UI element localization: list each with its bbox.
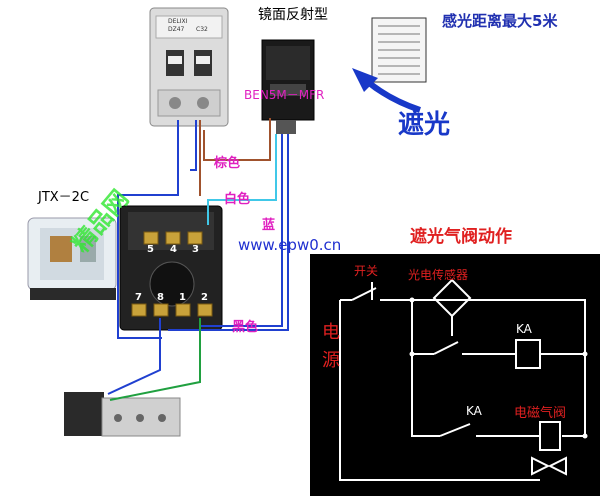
- pin-label: 3: [192, 244, 199, 255]
- schematic-title: 遮光气阀动作: [410, 227, 512, 247]
- switch-label: 开关: [354, 264, 379, 278]
- wire-label-white: 白色: [224, 192, 251, 207]
- block-arrow-icon: [352, 68, 421, 113]
- wire-label-brown: 棕色: [214, 156, 241, 171]
- power-label-top: 电: [322, 322, 340, 343]
- relay-coil-label: KA: [516, 322, 532, 336]
- sensor-type-label: 镜面反射型: [258, 7, 328, 23]
- breaker-rating: C32: [196, 26, 208, 33]
- pin-label: 2: [201, 292, 208, 303]
- pin-label: 8: [157, 292, 164, 303]
- wire-label-blue: 蓝: [262, 218, 276, 233]
- wire-label-black: 黑色: [232, 320, 259, 335]
- solenoid-valve: [64, 392, 181, 437]
- valve-label: 电磁气阀: [514, 406, 567, 421]
- pin-label: 7: [135, 292, 142, 303]
- relay-socket: [119, 205, 223, 331]
- relay-contact-label: KA: [466, 404, 482, 418]
- circuit-breaker: [149, 7, 229, 127]
- block-label: 遮光: [398, 110, 451, 140]
- schematic-panel: [310, 254, 600, 496]
- sensor-label: 光电传感器: [408, 268, 469, 282]
- pin-label: 4: [170, 244, 177, 255]
- breaker-model: DZ47: [168, 26, 185, 33]
- pin-label: 5: [147, 244, 154, 255]
- sensor-model-label: BEN5M－MFR: [244, 88, 325, 102]
- relay-jtx: [27, 217, 117, 300]
- relay-model-label: JTX－2C: [38, 190, 90, 205]
- website-url: www.epw0.cn: [238, 236, 342, 254]
- breaker-brand: DELIXI: [168, 18, 188, 25]
- range-note: 感光距离最大5米: [442, 12, 558, 30]
- reflector-icon: [371, 17, 427, 83]
- photoelectric-sensor: [261, 39, 315, 134]
- power-label-bottom: 源: [322, 350, 340, 371]
- pin-label: 1: [179, 292, 186, 303]
- wire-set: [107, 118, 289, 401]
